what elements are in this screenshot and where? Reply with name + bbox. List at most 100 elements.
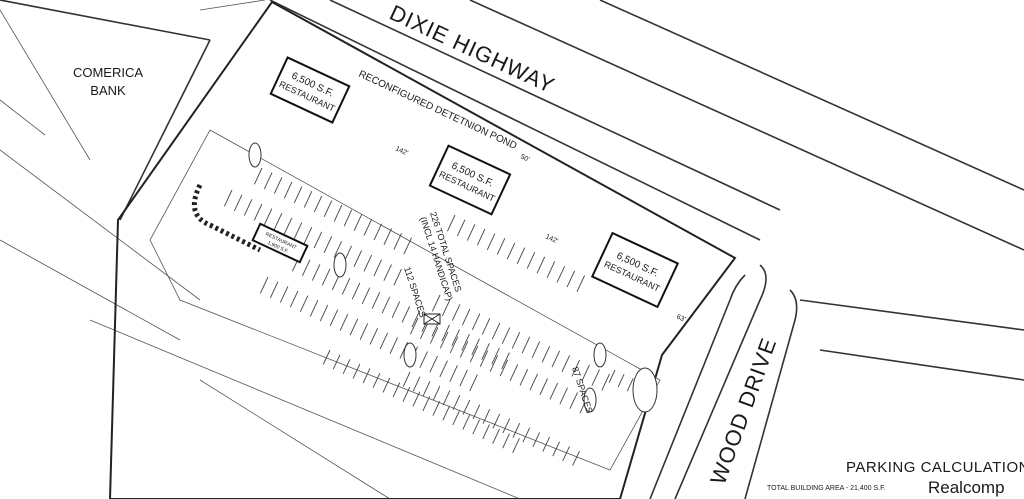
- parking-stall-line: [451, 329, 460, 346]
- parking-stall-line: [441, 299, 451, 317]
- parking-stall-line: [342, 359, 351, 374]
- parking-stall-line: [299, 295, 309, 313]
- parking-stall-line: [452, 410, 461, 426]
- parking-stall-line: [279, 286, 289, 303]
- parking-stall-line: [499, 359, 509, 377]
- parking-stall-line: [391, 301, 401, 318]
- parking-stall-line: [581, 364, 590, 382]
- parking-stall-line: [223, 189, 233, 207]
- parking-stall-line: [363, 218, 373, 236]
- landscape-islands: [248, 142, 658, 413]
- parking-stall-line: [446, 214, 456, 232]
- parking-stall-line: [591, 369, 600, 386]
- parking-stall-line: [516, 247, 526, 265]
- parking-stall-line: [556, 265, 566, 283]
- parking-stall-line: [353, 214, 363, 231]
- parking-stall-line: [608, 369, 616, 383]
- parking-stall-line: [383, 228, 393, 245]
- parking-stall-line: [526, 252, 536, 269]
- parking-stall-line: [501, 352, 510, 370]
- parking-stall-line: [549, 382, 558, 400]
- parking-stall-line: [289, 290, 299, 308]
- island: [333, 252, 347, 278]
- comerica-label: COMERICA: [73, 65, 143, 80]
- parking-stall-line: [429, 327, 439, 344]
- parking-stall-line: [392, 382, 401, 398]
- dixie-highway-label: DIXIE HIGHWAY: [386, 0, 559, 98]
- parking-stall-line: [283, 217, 293, 235]
- island: [248, 142, 262, 168]
- parking-calculation-title: PARKING CALCULATION: [846, 459, 1024, 476]
- parking-stall-line: [323, 236, 333, 253]
- parking-stall-line: [409, 317, 419, 335]
- parking-stall-line: [481, 318, 491, 335]
- parking-stall-line: [339, 314, 349, 331]
- island: [403, 342, 417, 368]
- parking-stall-line: [273, 213, 283, 230]
- parking-stall-line: [441, 324, 450, 342]
- parking-stall-line: [369, 327, 379, 345]
- parking-stall-line: [482, 409, 491, 424]
- parking-stall-line: [389, 337, 399, 354]
- parking-stall-line: [419, 351, 428, 368]
- parking-stall-line: [542, 436, 550, 452]
- dimension-4: 63': [675, 313, 686, 323]
- parking-stall-line: [403, 237, 412, 255]
- parking-stall-line: [546, 261, 556, 278]
- parking-stall-line: [412, 376, 421, 392]
- total-building-area: TOTAL BUILDING AREA - 21,400 S.F.: [767, 485, 886, 492]
- dimension-3: 50': [519, 153, 530, 163]
- parking-stall-line: [431, 294, 441, 312]
- parking-stall-line: [456, 219, 466, 237]
- parking-stall-line: [462, 414, 470, 430]
- parking-stall-line: [539, 378, 549, 395]
- parking-stall-line: [469, 374, 478, 392]
- parking-stall-line: [559, 387, 568, 405]
- parking-stall-line: [419, 322, 429, 340]
- parking-stall-line: [353, 250, 363, 267]
- parking-stall-line: [522, 427, 531, 443]
- parking-stall-line: [412, 391, 421, 407]
- parking-stall-line: [472, 419, 480, 435]
- parking-stall-line: [481, 343, 490, 360]
- parking-stall-line: [571, 359, 580, 377]
- parking-stall-line: [496, 238, 506, 255]
- parking-stall-line: [536, 256, 546, 274]
- parking-stall-line: [502, 433, 510, 449]
- parking-stall-line: [512, 438, 520, 454]
- parking-stall-line: [333, 205, 343, 222]
- parking-stall-line: [243, 199, 253, 216]
- parking-stall-line: [373, 223, 383, 241]
- parking-stall-line: [333, 240, 343, 258]
- parking-stall-line: [561, 355, 571, 372]
- parking-stall-line: [479, 350, 489, 368]
- parking-stall-line: [521, 336, 531, 354]
- west-spaces-label: 112 SPACES: [402, 266, 428, 319]
- parking-stall-line: [482, 424, 490, 440]
- dixie-highway-road: [269, 0, 1024, 251]
- parking-stall-line: [429, 355, 438, 373]
- parking-stall-line: [393, 268, 402, 286]
- dimension-1: 142': [394, 145, 409, 157]
- parking-stall-line: [519, 368, 529, 386]
- parking-stall-line: [476, 228, 486, 246]
- parking-stall-line: [501, 327, 511, 345]
- parking-stall-line: [541, 345, 551, 363]
- parking-stall-line: [439, 360, 448, 378]
- parking-stall-line: [551, 350, 561, 368]
- parking-stall-line: [506, 242, 516, 260]
- parking-stall-line: [531, 341, 541, 358]
- parking-stall-line: [402, 387, 411, 402]
- parking-stall-line: [461, 308, 471, 326]
- parking-stall-line: [491, 322, 501, 340]
- parking-stall-line: [351, 282, 361, 300]
- parking-stall-line: [469, 345, 479, 363]
- parking-stall-line: [402, 371, 411, 387]
- parking-stall-line: [313, 195, 323, 213]
- parking-stall-line: [263, 208, 273, 226]
- parking-stall-line: [283, 181, 293, 199]
- parking-stall-line: [359, 323, 369, 340]
- parking-stall-line: [451, 304, 461, 321]
- wood-drive-road: [649, 264, 1024, 499]
